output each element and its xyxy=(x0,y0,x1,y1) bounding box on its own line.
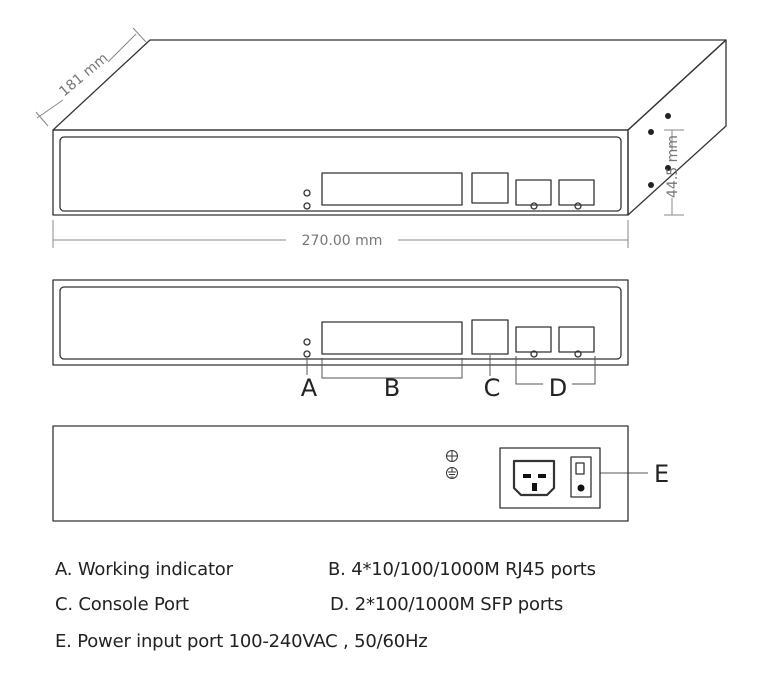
front-view xyxy=(52,279,629,366)
height-dimension xyxy=(664,129,684,216)
depth-label: 181 mm xyxy=(56,50,111,100)
rear-view xyxy=(52,425,629,522)
front-indicator-led-top xyxy=(303,338,311,346)
callout-a: A xyxy=(301,374,318,402)
screw-icon xyxy=(648,129,654,135)
front-panel xyxy=(59,136,622,212)
front-sfp-port-1 xyxy=(515,326,552,353)
legend-c: C. Console Port xyxy=(55,594,189,615)
console-port xyxy=(471,172,509,204)
front-view-body xyxy=(52,279,629,366)
depth-dimension xyxy=(35,27,147,127)
earth-ground-icon xyxy=(446,467,458,479)
callout-d: D xyxy=(549,374,567,402)
screw-icon xyxy=(665,165,671,171)
sfp-port-2 xyxy=(558,179,595,206)
callout-e: E xyxy=(654,460,669,488)
screw-icon xyxy=(648,182,654,188)
isometric-device xyxy=(52,39,727,216)
power-switch-rocker xyxy=(575,462,585,475)
sfp-led-2 xyxy=(574,202,582,210)
front-sfp-led-1 xyxy=(530,350,538,358)
side-screws xyxy=(648,113,671,188)
front-rj45-block xyxy=(321,321,463,355)
switch-dot xyxy=(577,484,585,492)
rj45-block xyxy=(321,172,463,206)
legend-e: E. Power input port 100-240VAC , 50/60Hz xyxy=(55,631,428,652)
callout-c: C xyxy=(484,374,501,402)
rear-view-body xyxy=(52,425,629,522)
callout-b: B xyxy=(384,374,400,402)
screw-icon xyxy=(665,113,671,119)
power-switch-icon xyxy=(570,456,592,498)
device-side-face xyxy=(627,39,727,216)
width-dimension xyxy=(52,220,629,248)
sfp-led-1 xyxy=(530,202,538,210)
height-label: 44.5 mm xyxy=(665,135,681,198)
front-indicator-led-bottom xyxy=(303,350,311,358)
legend-b: B. 4*10/100/1000M RJ45 ports xyxy=(328,559,596,580)
power-module xyxy=(499,447,601,509)
width-label: 270.00 mm xyxy=(302,233,383,249)
front-console-port xyxy=(471,319,509,355)
sfp-port-1 xyxy=(515,179,552,206)
indicator-led-top xyxy=(303,189,311,197)
device-top-face xyxy=(52,39,727,131)
indicator-led-bottom xyxy=(303,202,311,210)
legend-a: A. Working indicator xyxy=(55,559,233,580)
ground-symbols xyxy=(446,450,458,479)
front-sfp-port-2 xyxy=(558,326,595,353)
power-socket-icon xyxy=(512,459,556,497)
front-view-panel xyxy=(59,286,622,360)
socket-pins xyxy=(523,474,585,492)
callout-leaders xyxy=(306,355,648,474)
legend-d: D. 2*100/1000M SFP ports xyxy=(330,594,564,615)
front-sfp-led-2 xyxy=(574,350,582,358)
